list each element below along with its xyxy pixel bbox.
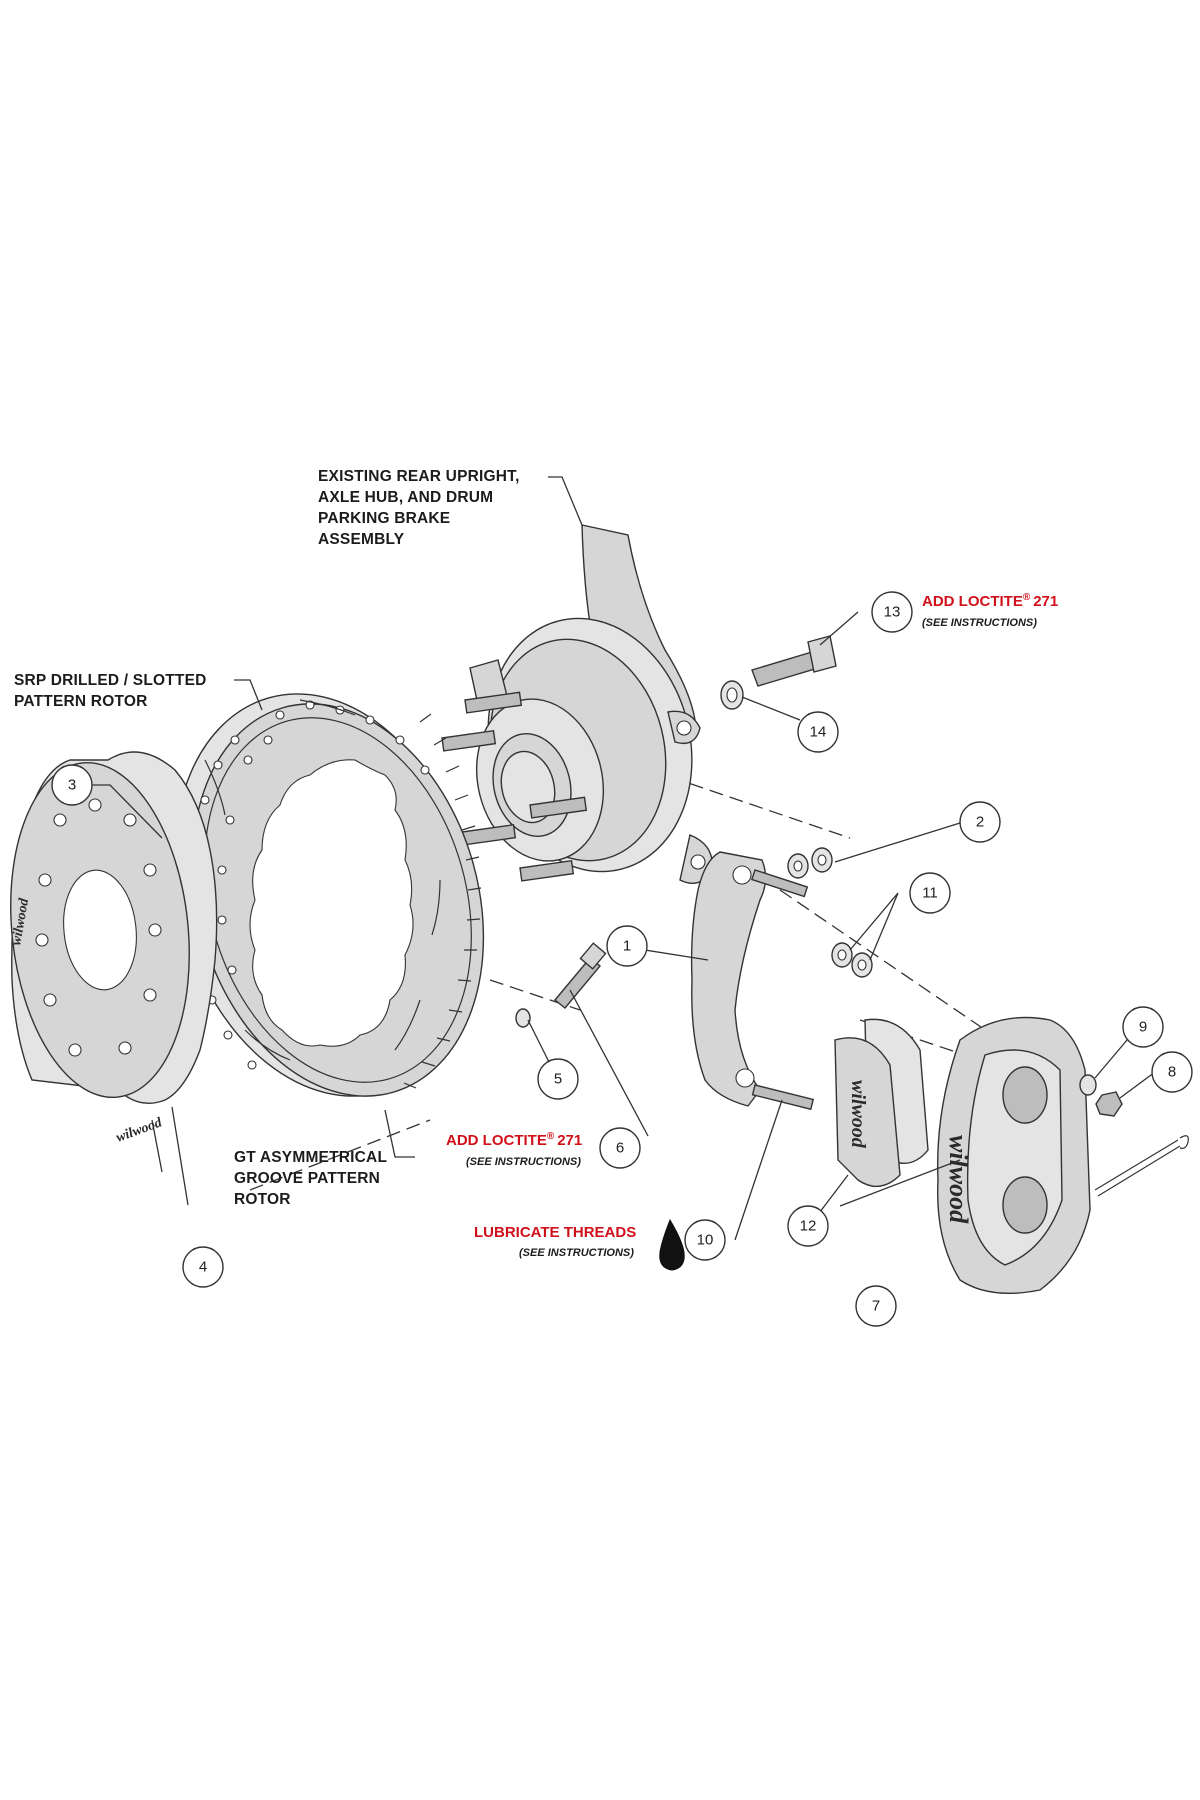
upright-label-line1: EXISTING REAR UPRIGHT, xyxy=(318,468,520,485)
callout-14: 14 xyxy=(797,711,839,753)
srp-rotor-label-line2: PATTERN ROTOR xyxy=(14,693,148,710)
callout-4: 4 xyxy=(182,1246,224,1288)
gt-rotor-label-line3: ROTOR xyxy=(234,1191,291,1208)
svg-text:14: 14 xyxy=(810,724,827,741)
retaining-clip xyxy=(1179,1135,1189,1149)
wheel-studs xyxy=(441,691,588,882)
bolt-13 xyxy=(751,651,819,687)
caliper-mounting-bracket xyxy=(690,851,815,1111)
loctite-mid-num: 271 xyxy=(557,1132,582,1149)
rotor-vent-fins xyxy=(403,713,482,1089)
bolt-6 xyxy=(554,957,601,1009)
upright-label-line3: PARKING BRAKE xyxy=(318,510,450,527)
callout-bubbles: 1 2 3 4 5 6 7 8 9 10 11 12 13 14 xyxy=(51,591,1193,1327)
callout-3: 3 xyxy=(51,764,93,806)
hardware xyxy=(515,635,1189,1197)
hat-bolt-holes xyxy=(35,798,162,1057)
loctite-top-reg: ® xyxy=(1023,592,1031,603)
svg-text:6: 6 xyxy=(616,1140,624,1157)
install-notes: ADD LOCTITE®271 (SEE INSTRUCTIONS) ADD L… xyxy=(446,592,1058,1271)
rotor-hat: . xyxy=(10,751,218,1104)
loctite-note-top: ADD LOCTITE®271 (SEE INSTRUCTIONS) xyxy=(922,592,1058,629)
callout-2: 2 xyxy=(959,801,1001,843)
loctite-note-mid: ADD LOCTITE®271 (SEE INSTRUCTIONS) xyxy=(446,1131,582,1168)
pad-retaining-pin xyxy=(1094,1139,1179,1191)
callout-1: 1 xyxy=(606,925,648,967)
loctite-top-sub: (SEE INSTRUCTIONS) xyxy=(922,617,1037,629)
callout-11: 11 xyxy=(909,872,951,914)
svg-text:4: 4 xyxy=(199,1259,207,1276)
callout-13: 13 xyxy=(871,591,913,633)
loctite-top-main: ADD LOCTITE xyxy=(922,593,1023,610)
svg-text:7: 7 xyxy=(872,1298,880,1315)
callout-6: 6 xyxy=(599,1127,641,1169)
pad-wilwood-logo: wilwood xyxy=(847,1080,869,1149)
washer-5 xyxy=(515,1008,531,1028)
lubricate-sub: (SEE INSTRUCTIONS) xyxy=(519,1247,634,1259)
lubricate-note: LUBRICATE THREADS (SEE INSTRUCTIONS) xyxy=(474,1218,685,1271)
washer-9 xyxy=(1079,1074,1097,1096)
brake-pads: wilwood xyxy=(834,1018,929,1188)
callout-5: 5 xyxy=(537,1058,579,1100)
gt-rotor-label-line2: GROOVE PATTERN xyxy=(234,1170,380,1187)
svg-text:ADD LOCTITE®271: ADD LOCTITE®271 xyxy=(446,1131,582,1149)
hat-wilwood-logo-bottom: wilwood xyxy=(114,1115,165,1146)
callout-10: 10 xyxy=(684,1219,726,1261)
oil-drop-icon xyxy=(659,1218,685,1271)
brake-caliper: wilwood xyxy=(936,1016,1091,1294)
rotor-drilled-slotted xyxy=(173,693,485,1097)
upright-hub-assembly xyxy=(441,524,714,884)
gt-rotor-label-line1: GT ASYMMETRICAL xyxy=(234,1149,387,1166)
caliper-wilwood-logo: wilwood xyxy=(944,1135,973,1224)
svg-text:1: 1 xyxy=(623,938,631,955)
loctite-top-num: 271 xyxy=(1033,593,1058,610)
svg-text:9: 9 xyxy=(1139,1019,1147,1036)
svg-text:12: 12 xyxy=(800,1218,817,1235)
upright-label-line2: AXLE HUB, AND DRUM xyxy=(318,489,493,506)
callout-8: 8 xyxy=(1151,1051,1193,1093)
callout-9: 9 xyxy=(1122,1006,1164,1048)
svg-text:13: 13 xyxy=(884,604,901,621)
svg-text:11: 11 xyxy=(922,885,938,902)
callout-12: 12 xyxy=(787,1205,829,1247)
part-labels: EXISTING REAR UPRIGHT, AXLE HUB, AND DRU… xyxy=(14,468,520,1208)
loctite-mid-main: ADD LOCTITE xyxy=(446,1132,547,1149)
svg-text:2: 2 xyxy=(976,814,984,831)
svg-text:8: 8 xyxy=(1168,1064,1176,1081)
svg-text:3: 3 xyxy=(68,777,76,794)
srp-rotor-label-line1: SRP DRILLED / SLOTTED xyxy=(14,672,207,689)
lubricate-main: LUBRICATE THREADS xyxy=(474,1224,636,1241)
upright-label-line4: ASSEMBLY xyxy=(318,531,405,548)
nut-8 xyxy=(1095,1091,1123,1117)
callout-7: 7 xyxy=(855,1285,897,1327)
svg-text:5: 5 xyxy=(554,1071,562,1088)
loctite-mid-sub: (SEE INSTRUCTIONS) xyxy=(466,1156,581,1168)
svg-text:ADD LOCTITE®271: ADD LOCTITE®271 xyxy=(922,592,1058,610)
svg-text:10: 10 xyxy=(697,1232,714,1249)
loctite-mid-reg: ® xyxy=(547,1131,555,1142)
